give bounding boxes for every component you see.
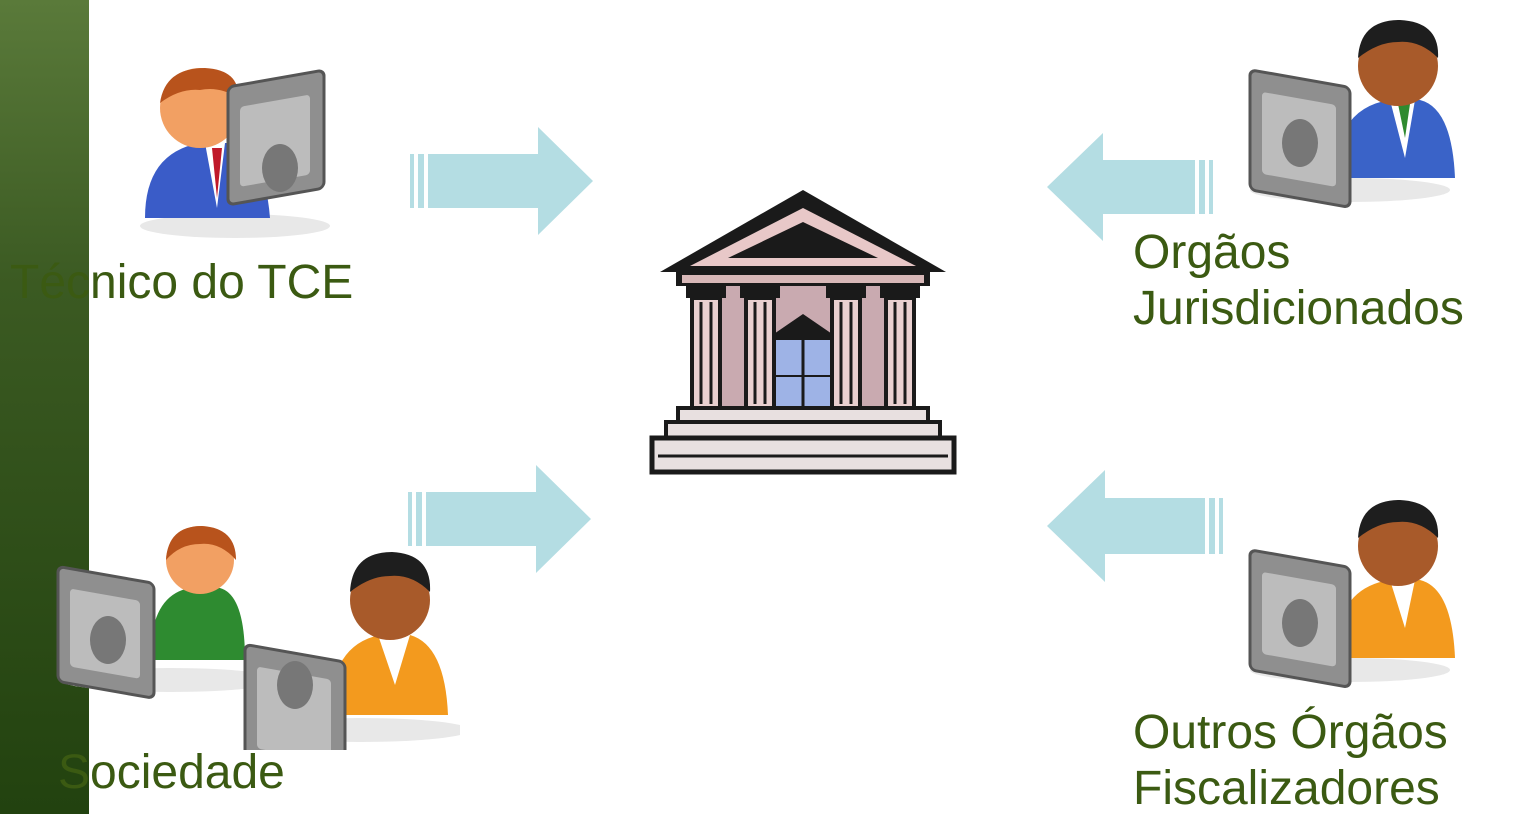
- orgaos-jurisdicionados-label: Orgãos Jurisdicionados: [1133, 225, 1464, 337]
- outros-orgaos-line2: Fiscalizadores: [1133, 762, 1440, 815]
- orgaos-jurisdicionados-user-icon: [1248, 20, 1455, 208]
- outros-orgaos-line1: Outros Órgãos: [1133, 706, 1448, 759]
- tecnico-user-icon: [140, 68, 330, 238]
- outros-orgaos-label: Outros Órgãos Fiscalizadores: [1133, 705, 1448, 817]
- orgaos-jurisdicionados-line1: Orgãos: [1133, 226, 1291, 279]
- sociedade-label: Sociedade: [58, 746, 285, 799]
- tecnico-label: Técnico do TCE: [10, 256, 354, 309]
- outros-orgaos-user-icon: [1248, 500, 1455, 688]
- sociedade-users-icon: [56, 526, 460, 750]
- orgaos-jurisdicionados-line2: Jurisdicionados: [1133, 282, 1464, 335]
- arrow-tecnico-to-tce: [410, 127, 593, 235]
- arrow-fiscalizadores-to-tce: [1047, 470, 1223, 582]
- arrow-sociedade-to-tce: [408, 465, 591, 573]
- courthouse-icon: [649, 190, 957, 475]
- arrow-jurisdicionados-to-tce: [1047, 133, 1213, 241]
